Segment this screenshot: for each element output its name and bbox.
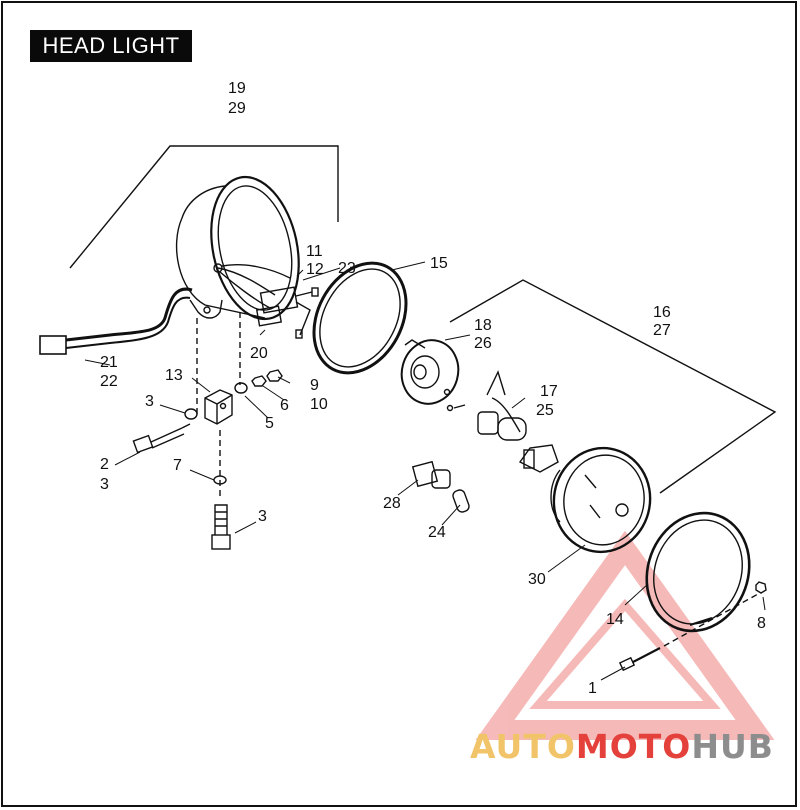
callout-24: 24 <box>428 524 446 541</box>
callout-10: 10 <box>310 396 328 413</box>
trim-screw <box>618 593 759 672</box>
callout-16: 16 <box>653 304 671 321</box>
callout-15: 15 <box>430 255 448 272</box>
callout-19: 19 <box>228 80 246 97</box>
headlamp-bulb <box>446 370 527 441</box>
callout-27: 27 <box>653 322 671 339</box>
callout-3-middle: 3 <box>100 476 109 493</box>
callout-20: 20 <box>250 345 268 362</box>
watermark-triangle-icon <box>475 530 775 740</box>
page-title: HEAD LIGHT <box>30 30 192 62</box>
bulb-socket <box>518 444 559 473</box>
callout-1: 1 <box>588 680 597 697</box>
callout-8: 8 <box>757 615 766 632</box>
callout-labels: 19 29 11 12 23 15 16 27 18 26 21 22 20 1… <box>100 80 766 697</box>
callout-7: 7 <box>173 457 182 474</box>
callout-23: 23 <box>338 260 356 277</box>
callout-13: 13 <box>165 367 183 384</box>
reflector <box>400 339 460 405</box>
bolts <box>132 423 231 550</box>
trim-ring <box>312 261 408 375</box>
watermark-text: AUTOMOTOHUB <box>470 727 774 766</box>
headlamp-housing <box>175 175 300 321</box>
callout-9: 9 <box>310 377 319 394</box>
sealed-beam-lamp <box>550 446 652 554</box>
callout-6: 6 <box>280 397 289 414</box>
callout-26: 26 <box>474 335 492 352</box>
callout-3-lower: 3 <box>258 508 267 525</box>
callout-3-upper: 3 <box>145 393 154 410</box>
callout-17: 17 <box>540 383 558 400</box>
mount-block <box>204 389 233 425</box>
callout-25: 25 <box>536 402 554 419</box>
callout-28: 28 <box>383 495 401 512</box>
callout-18: 18 <box>474 317 492 334</box>
callout-5: 5 <box>265 415 274 432</box>
callout-14: 14 <box>606 611 624 628</box>
outer-trim-ring <box>645 511 751 633</box>
callout-11: 11 <box>306 243 323 260</box>
callout-29: 29 <box>228 100 246 117</box>
parking-lamp-socket <box>411 460 451 489</box>
callout-21: 21 <box>100 354 118 371</box>
wiring-harness <box>39 287 193 355</box>
nut <box>755 581 767 594</box>
callout-22: 22 <box>100 373 118 390</box>
callout-30: 30 <box>528 571 546 588</box>
wire-connector <box>255 286 319 339</box>
callout-12: 12 <box>306 261 324 278</box>
callout-2: 2 <box>100 456 109 473</box>
parking-lamp-bulb <box>452 489 470 513</box>
